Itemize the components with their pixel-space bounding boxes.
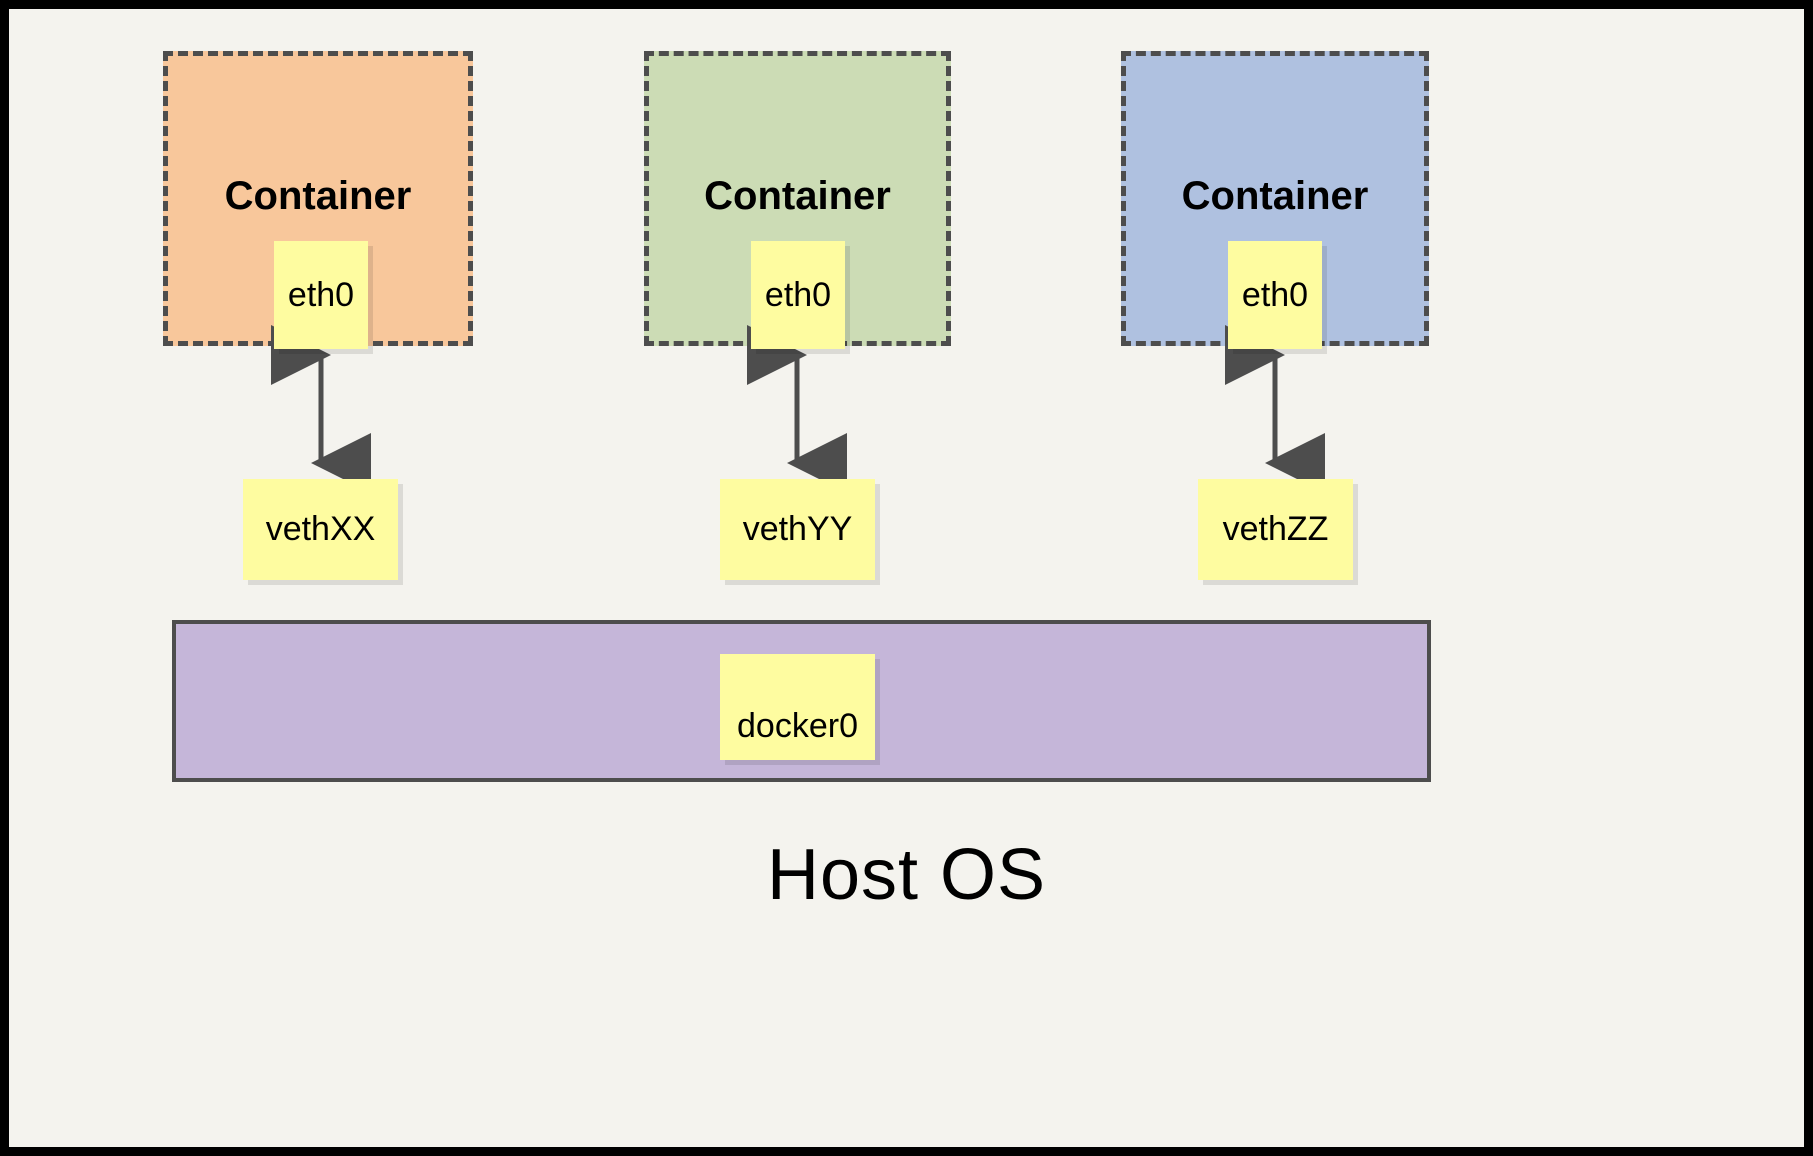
docker0-port-note-label: docker0 bbox=[737, 707, 858, 745]
veth-note-2-label: vethYY bbox=[742, 510, 853, 548]
host-os-label: Host OS bbox=[766, 835, 1047, 915]
veth-note-1: vethXX bbox=[243, 479, 398, 580]
arrow-container-2-to-veth bbox=[747, 325, 847, 493]
eth0-note-2-label: eth0 bbox=[764, 275, 832, 314]
veth-note-2: vethYY bbox=[720, 479, 875, 580]
eth0-note-1-label: eth0 bbox=[287, 275, 355, 314]
veth-note-3-label: vethZZ bbox=[1222, 510, 1329, 548]
container-title-3: Container bbox=[1181, 174, 1369, 218]
eth0-note-3: eth0 bbox=[1228, 241, 1322, 349]
arrow-container-3-to-veth bbox=[1225, 325, 1325, 493]
eth0-note-1: eth0 bbox=[274, 241, 368, 349]
arrow-container-1-to-veth bbox=[271, 325, 371, 493]
eth0-note-3-label: eth0 bbox=[1241, 275, 1309, 314]
eth0-note-2: eth0 bbox=[751, 241, 845, 349]
docker0-port-note: docker0 bbox=[720, 654, 875, 760]
veth-note-3: vethZZ bbox=[1198, 479, 1353, 580]
veth-note-1-label: vethXX bbox=[265, 510, 376, 548]
container-title-1: Container bbox=[224, 174, 412, 218]
container-title-2: Container bbox=[704, 174, 891, 218]
